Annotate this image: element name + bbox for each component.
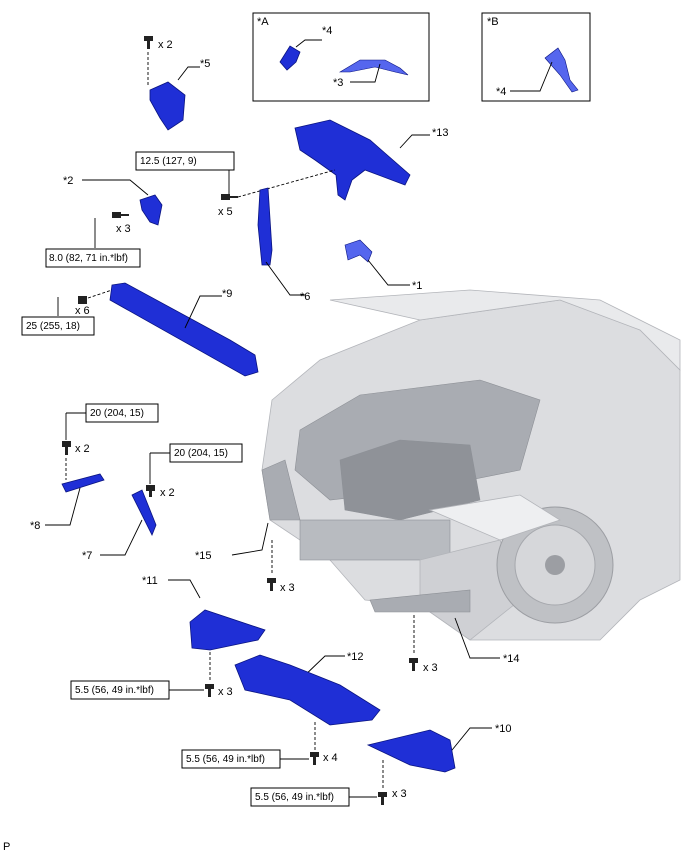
part-4-inset-a: [279, 45, 301, 71]
torque-value-5: 20 (204, 15): [174, 448, 228, 459]
torque-value-6: 5.5 (56, 49 in.*lbf): [75, 685, 154, 696]
qty-13: x 5: [218, 206, 233, 218]
part-13-upper-support: [294, 119, 411, 201]
inset-b-frame: [481, 12, 591, 102]
callout-9: *9: [222, 288, 232, 300]
bolt-icon: [310, 752, 319, 765]
inset-a-frame: [252, 12, 430, 102]
callout-11: *11: [142, 575, 158, 587]
qty-9: x 6: [75, 305, 90, 317]
callout-5: *5: [200, 58, 210, 70]
torque-value-7: 5.5 (56, 49 in.*lbf): [186, 754, 265, 765]
callout-15: *15: [195, 550, 212, 562]
callout-7: *7: [82, 550, 92, 562]
callout-4-inset-b: *4: [496, 86, 506, 98]
qty-2: x 3: [116, 223, 131, 235]
part-5-bracket: [149, 81, 186, 131]
callout-1: *1: [412, 280, 422, 292]
torque-value-2: 8.0 (82, 71 in.*lbf): [49, 253, 128, 264]
torque-box-3: [21, 316, 95, 336]
bolt-icon: [205, 684, 214, 697]
qty-11: x 3: [218, 686, 233, 698]
callout-6: *6: [300, 291, 310, 303]
qty-15: x 3: [280, 582, 295, 594]
torque-value-4: 20 (204, 15): [90, 408, 144, 419]
bolt-icon: [146, 485, 155, 497]
qty-14: x 3: [423, 662, 438, 674]
part-9-reinforcement: [109, 282, 259, 377]
callout-10: *10: [495, 723, 512, 735]
callout-13: *13: [432, 127, 449, 139]
qty-12: x 4: [323, 752, 338, 764]
part-2-bracket: [139, 194, 163, 226]
part-6-vertical-bracket: [257, 187, 273, 266]
torque-box-1: [135, 151, 235, 171]
qty-8: x 2: [75, 443, 90, 455]
bolt-icon: [112, 212, 129, 218]
bolt-icon: [378, 792, 387, 805]
callout-4-inset-a: *4: [322, 25, 332, 37]
bolt-icon: [409, 658, 418, 671]
part-4-inset-b: [544, 47, 579, 93]
torque-value-3: 25 (255, 18): [26, 321, 80, 332]
bolt-icon: [267, 578, 276, 591]
qty-7: x 2: [160, 487, 175, 499]
qty-10: x 3: [392, 788, 407, 800]
qty-5: x 2: [158, 39, 173, 51]
part-1-wire: [344, 239, 373, 263]
part-12-engine-under-cover: [234, 654, 381, 726]
callout-14: *14: [503, 653, 520, 665]
part-10-under-cover: [366, 729, 456, 773]
callout-8: *8: [30, 520, 40, 532]
inset-b-label: *B: [487, 16, 499, 28]
part-7-brace: [131, 489, 157, 536]
figure-code: P: [3, 841, 10, 852]
callout-12: *12: [347, 651, 364, 663]
bolt-icon: [221, 194, 238, 200]
inset-a-label: *A: [257, 16, 269, 28]
part-3-inset-a: [338, 59, 409, 76]
part-8-brace: [61, 473, 105, 493]
bolt-icon: [144, 36, 153, 49]
bolt-icon: [62, 441, 71, 455]
torque-value-1: 12.5 (127, 9): [140, 156, 197, 167]
part-11-under-cover: [189, 609, 266, 651]
torque-box-2: [45, 248, 141, 268]
callout-3: *3: [333, 77, 343, 89]
bolt-icon: [78, 296, 87, 304]
torque-value-8: 5.5 (56, 49 in.*lbf): [255, 792, 334, 803]
vehicle-front-illustration: [261, 289, 681, 641]
callout-2: *2: [63, 175, 73, 187]
